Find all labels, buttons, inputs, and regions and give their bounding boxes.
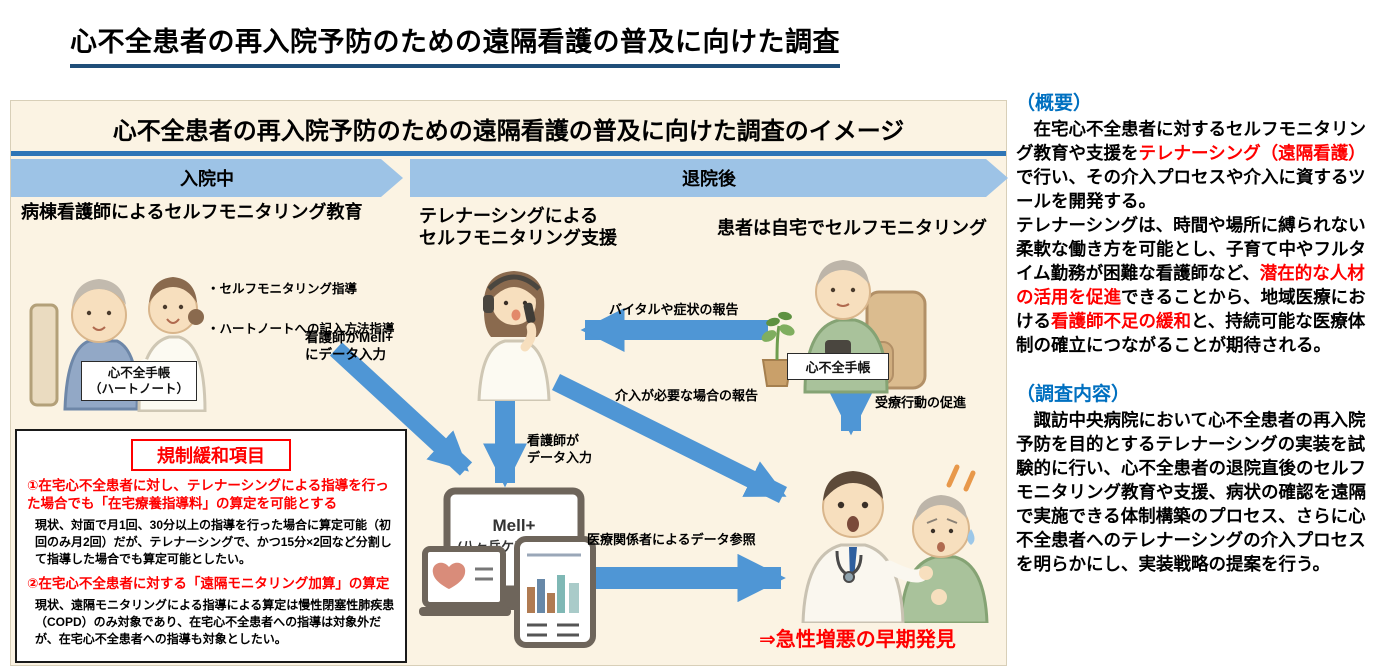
hospital-section-title: 病棟看護師によるセルフモニタリング教育 <box>21 202 363 222</box>
phase-band-post-discharge: 退院後 <box>410 159 1008 197</box>
doctor-tie <box>849 547 857 579</box>
telenurse-face <box>492 281 536 325</box>
doctor-hair <box>823 471 883 501</box>
plant-pot <box>761 359 793 387</box>
heart-notebook-label-home: 心不全手帳 <box>787 353 889 380</box>
hospital-bullet-1: ・セルフモニタリング指導 <box>207 282 358 296</box>
patient-shirt <box>899 555 989 623</box>
nurse-data-input-label: 看護師が データ入力 <box>527 433 593 465</box>
arrow-telenurse-to-doctor <box>551 373 788 504</box>
arrow-hospital-to-device <box>329 342 473 476</box>
bed-headboard <box>29 303 59 407</box>
gray-hair <box>817 260 869 286</box>
regulation-item-1: ①在宅心不全患者に対し、テレナーシングによる指導を行った場合でも「在宅療養指導料… <box>27 478 389 511</box>
flow-arrows <box>329 307 874 603</box>
nurse-hair <box>149 277 197 303</box>
headset-earcup <box>483 295 494 313</box>
nurse-input-label: 看護師がMell+ にデータ入力 <box>305 330 394 362</box>
bar-chart-icon <box>527 575 579 613</box>
plant-icon <box>775 325 781 361</box>
page-title: 心不全患者の再入院予防のための遠隔看護の普及に向けた調査 <box>70 20 840 68</box>
regulation-item-2-desc: 現状、遠隔モニタリングによる指導による算定は慢性閉塞性肺疾患（COPD）のみ対象… <box>35 597 395 646</box>
outcome-text: ⇒急性増悪の早期発見 <box>759 629 956 651</box>
phase-label-inpatient: 入院中 <box>180 169 234 189</box>
survey-header: （調査内容） <box>1016 384 1131 405</box>
patient-gray-hair <box>72 279 126 307</box>
overview-header: （概要） <box>1016 93 1093 114</box>
overview-paragraph-2: テレナーシングは、時間や場所に縛られない柔軟な働き方を可能とし、子育て中やフルタ… <box>1016 215 1366 355</box>
regulation-item-1-desc: 現状、対面で月1回、30分以上の指導を行った場合に算定可能（初回のみ月2回）だが… <box>35 517 392 566</box>
doctor-coat <box>801 543 905 623</box>
phase-label-post-discharge: 退院後 <box>682 169 736 189</box>
diagram-panel: 心不全患者の再入院予防のための遠隔看護の普及に向けた調査のイメージ 入院中 退院… <box>10 100 1008 666</box>
intervention-report-label: 介入が必要な場合の報告 <box>615 388 759 403</box>
heart-notebook-label-hospital: 心不全手帳 （ハートノート） <box>81 361 197 401</box>
overview-paragraph-1: 在宅心不全患者に対するセルフモニタリング教育や支援をテレナーシング（遠隔看護）で… <box>1016 119 1366 211</box>
telenurse-illustration <box>477 271 551 401</box>
laptop <box>422 546 506 608</box>
care-seeking-label: 受療行動の促進 <box>875 395 967 410</box>
diagram-title: 心不全患者の再入院予防のための遠隔看護の普及に向けた調査のイメージ <box>112 118 905 145</box>
sidebar: （概要） 在宅心不全患者に対するセルフモニタリング教育や支援をテレナーシング（遠… <box>1016 88 1376 576</box>
vitals-report-label: バイタルや症状の報告 <box>609 302 739 317</box>
phase-band-inpatient: 入院中 <box>11 159 403 197</box>
survey-paragraph: 諏訪中央病院において心不全患者の再入院予防を目的とするテレナーシングの実装を試験… <box>1016 410 1366 574</box>
data-reference-label: 医療関係者によるデータ参照 <box>587 532 756 547</box>
mellplus-device-illustration: Mell+ (八ヶ岳ケアネット) <box>419 487 596 648</box>
headset-icon <box>487 274 541 291</box>
phone-icon <box>523 302 536 324</box>
telenurse-shirt <box>477 339 551 401</box>
regulation-box: 規制緩和項目 ①在宅心不全患者に対し、テレナーシングによる指導を行った場合でも「… <box>15 429 407 663</box>
heart-icon <box>432 562 466 589</box>
doctor-illustration <box>801 464 989 623</box>
regulation-title: 規制緩和項目 <box>131 439 291 471</box>
alert-marks-icon <box>946 464 960 488</box>
hospital-bullet-2: ・ハートノートへの記入方法指導 <box>207 322 395 336</box>
regulation-item-2: ②在宅心不全患者に対する「遠隔モニタリング加算」の算定 <box>27 575 390 591</box>
device-name: Mell+ <box>493 516 536 535</box>
tablet <box>514 536 596 648</box>
bp-cuff-icon <box>825 340 851 356</box>
timeline-divider <box>11 151 1006 156</box>
sweat-drop-icon <box>967 529 975 545</box>
telenursing-section-title: テレナーシングによる セルフモニタリング支援 <box>419 206 617 248</box>
home-section-title: 患者は自宅でセルフモニタリング <box>717 218 987 238</box>
